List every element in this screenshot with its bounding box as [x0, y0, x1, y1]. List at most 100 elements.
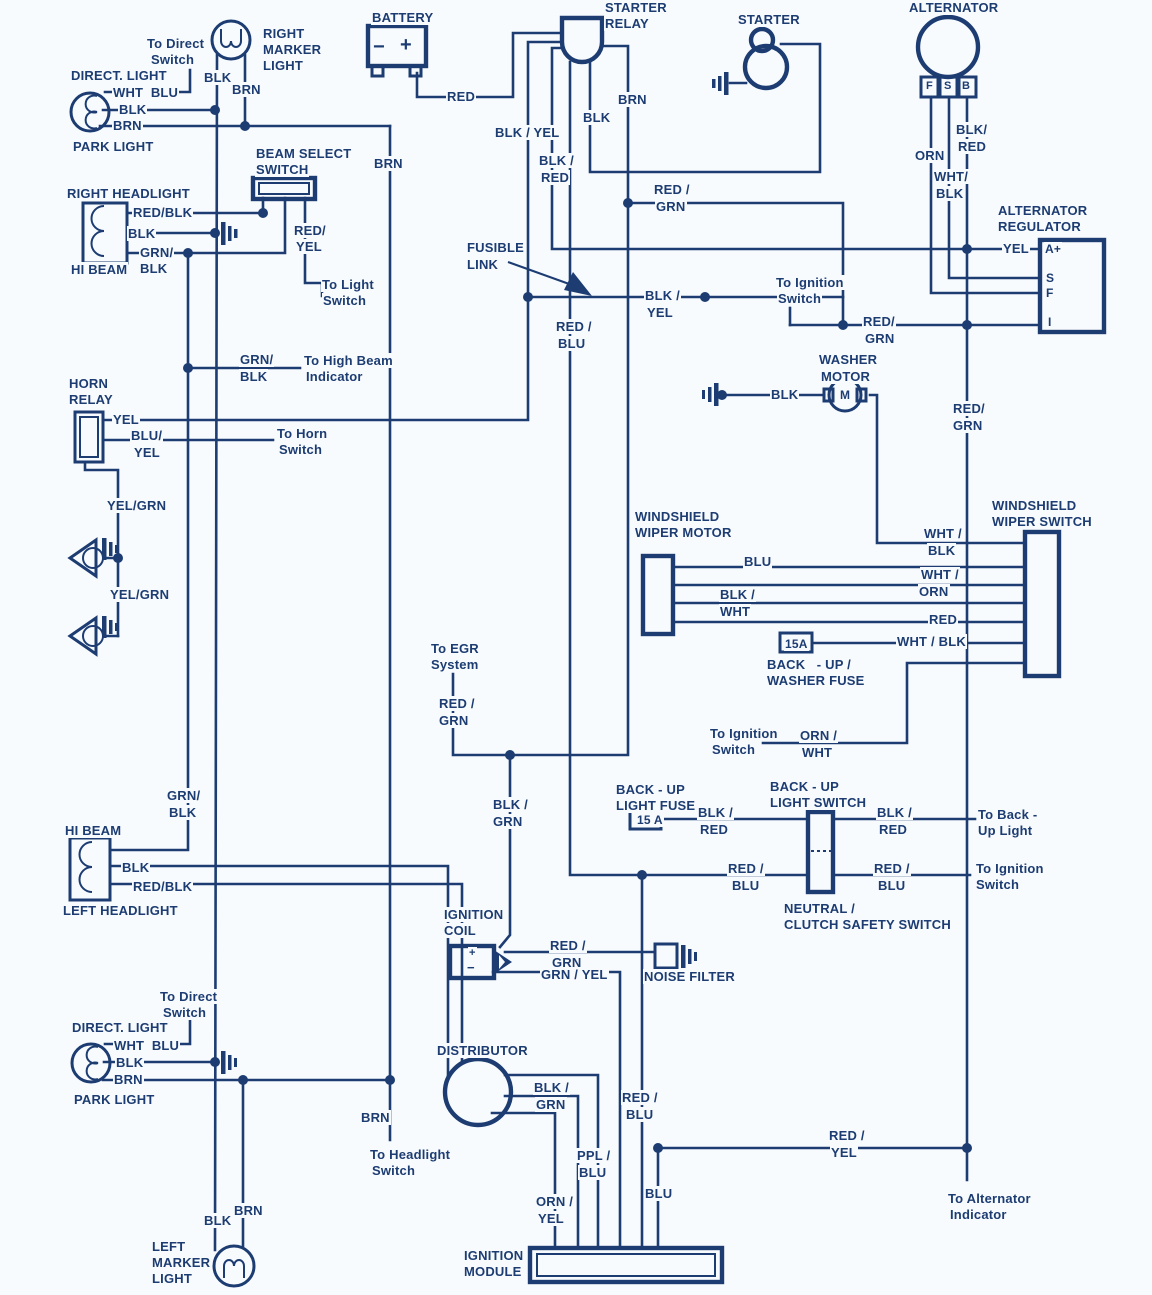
grn-yel-coil: GRN / YEL	[540, 967, 609, 983]
right-marker-2: MARKER	[262, 42, 323, 58]
yel-regulator: YEL	[1002, 241, 1030, 257]
alt-regulator-1: ALTERNATOR	[997, 203, 1089, 219]
backup-light-switch	[805, 809, 836, 895]
grn-blk-rh-1: GRN/	[139, 245, 175, 261]
backup-washer-fuse-2: WASHER FUSE	[766, 673, 866, 689]
brn-direct-top: BRN	[112, 118, 143, 134]
red-ws: RED	[928, 612, 959, 628]
beam-select-switch	[250, 175, 318, 202]
wht-blk-alt-1: WHT/	[933, 169, 970, 185]
to-direct-switch-bot-2: Switch	[162, 1005, 208, 1021]
blu-yel-horn-1: BLU/	[130, 428, 164, 444]
fuse-15a-washer: 15A	[784, 637, 809, 652]
red-grn-top-2: GRN	[655, 199, 687, 215]
hi-beam-bottom: HI BEAM	[64, 823, 123, 839]
brn-bus-label: BRN	[373, 156, 404, 172]
to-backup-light-2: Up Light	[977, 823, 1034, 839]
to-ignition-switch-3a: To Ignition	[975, 861, 1045, 877]
wht-blk-fuse: WHT / BLK	[896, 634, 967, 650]
horn-1	[67, 537, 118, 579]
windshield-wiper-motor	[640, 553, 676, 637]
to-direct-switch-bot-1: To Direct	[159, 989, 219, 1005]
blk-red-bu2-1: BLK /	[876, 805, 913, 821]
direct-light-bottom: DIRECT. LIGHT	[71, 1020, 169, 1036]
starter-relay	[559, 15, 605, 65]
brn-bottom: BRN	[113, 1072, 144, 1088]
starter-ground-icon	[712, 72, 729, 95]
ww-motor-2: WIPER MOTOR	[634, 525, 733, 541]
windshield-wiper-switch	[1022, 529, 1062, 679]
left-marker-3: LIGHT	[151, 1271, 193, 1287]
red-grn-egr-2: GRN	[438, 713, 470, 729]
red-blu-mid-2: BLU	[557, 336, 587, 352]
ignition-module	[527, 1245, 725, 1285]
blk-red-relay-2: RED	[540, 170, 571, 186]
to-ignition-switch-3b: Switch	[975, 877, 1021, 893]
wht-blk-ws-2: BLK	[927, 543, 957, 559]
red-blu-mid-1: RED /	[555, 319, 593, 335]
battery-label: BATTERY	[371, 10, 435, 26]
ww-motor-1: WINDSHIELD	[634, 509, 721, 525]
red-yel-beam-1: RED/	[293, 223, 327, 239]
red-yel-beam-2: YEL	[295, 239, 323, 255]
ppl-blu-2: BLU	[578, 1165, 608, 1181]
battery	[365, 23, 429, 78]
wht-blk-ws-1: WHT /	[923, 526, 963, 542]
blk-lh: BLK	[121, 860, 151, 876]
to-direct-switch-top-2: Switch	[150, 52, 196, 68]
blk-red-alt-1: BLK/	[955, 122, 989, 138]
fusible-link-arrow	[507, 261, 592, 296]
washer-ground-icon	[702, 383, 719, 406]
to-alternator-ind-1: To Alternator	[947, 1191, 1032, 1207]
alt-term-s: S	[943, 80, 953, 93]
alt-regulator-2: REGULATOR	[997, 219, 1082, 235]
orn-wht-1: ORN /	[799, 728, 839, 744]
orn-yel-1: ORN /	[535, 1194, 575, 1210]
blu-yel-horn-2: YEL	[133, 445, 161, 461]
coil-minus: −	[466, 960, 476, 976]
starter-relay-label-2: RELAY	[604, 16, 650, 32]
blk-left-marker: BLK	[203, 1213, 233, 1229]
red-grn-egr-1: RED /	[438, 696, 476, 712]
neutral-clutch-1: NEUTRAL /	[783, 901, 856, 917]
ground-icon-bottom	[221, 1051, 237, 1074]
to-egr-2: System	[430, 657, 480, 673]
blk-yel-mid-2: YEL	[646, 305, 674, 321]
left-headlight-label: LEFT HEADLIGHT	[62, 903, 179, 919]
left-marker-light	[212, 1244, 256, 1288]
red-blu-ns1-2: BLU	[731, 878, 761, 894]
alt-term-b: B	[961, 80, 972, 93]
washer-m: M	[839, 388, 852, 403]
grn-blk-rh-2: BLK	[139, 261, 169, 277]
red-battery: RED	[446, 89, 477, 105]
ww-switch-1: WINDSHIELD	[991, 498, 1078, 514]
yel-grn-1: YEL/GRN	[106, 498, 168, 514]
wht-orn-1: WHT /	[920, 567, 960, 583]
ground-icon-top	[221, 222, 238, 245]
to-light-switch-2: Switch	[322, 293, 368, 309]
neutral-clutch-2: CLUTCH SAFETY SWITCH	[783, 917, 952, 933]
blk-grn-mid-1: BLK /	[492, 797, 529, 813]
starter	[742, 26, 790, 91]
red-grn-rightv-2: GRN	[952, 418, 984, 434]
left-headlight	[68, 836, 112, 902]
red-blu-dist-1: RED /	[621, 1090, 659, 1106]
blk-bottom: BLK	[115, 1055, 145, 1071]
brn-headlight-switch: BRN	[360, 1110, 391, 1126]
beam-select-2: SWITCH	[255, 162, 310, 178]
blk-red-relay-1: BLK /	[538, 153, 575, 169]
to-backup-light-1: To Back -	[977, 807, 1039, 823]
beam-select-1: BEAM SELECT	[255, 146, 353, 162]
to-horn-switch-1: To Horn	[276, 426, 329, 442]
to-ignition-switch-1b: Switch	[777, 291, 823, 307]
fusible-link-1: FUSIBLE	[466, 240, 526, 256]
orn-yel-2: YEL	[537, 1211, 565, 1227]
alternator-regulator	[1037, 237, 1107, 335]
grn-blk-hb-2: BLK	[239, 369, 269, 385]
blk-red-bu1-2: RED	[699, 822, 730, 838]
blu-ws: BLU	[743, 554, 773, 570]
washer-fuse-15a	[778, 631, 814, 654]
horn-relay-2: RELAY	[68, 392, 114, 408]
blk-marker-top: BLK	[203, 70, 233, 86]
